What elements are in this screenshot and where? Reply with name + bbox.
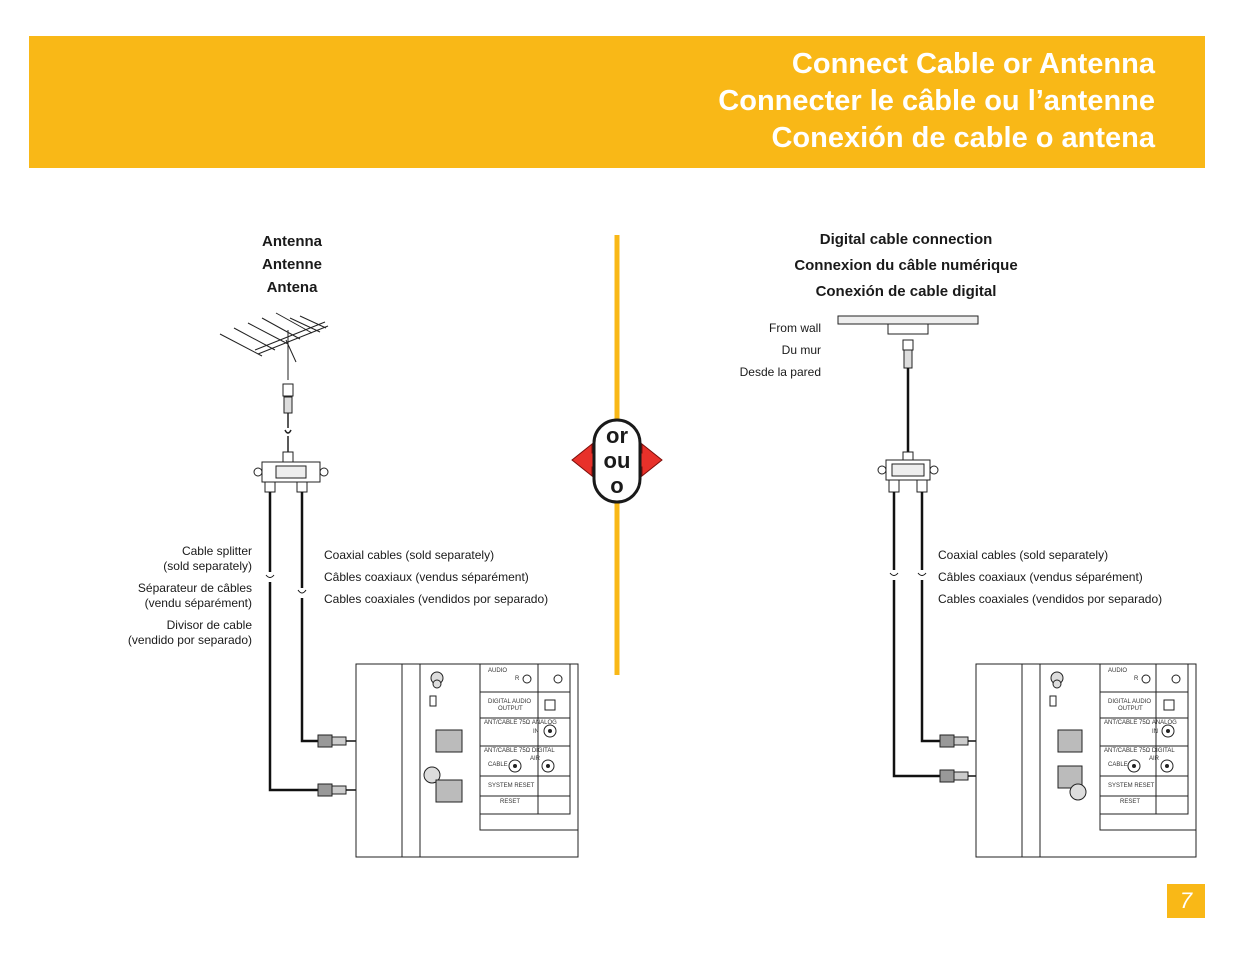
- digital-cable-heading: Digital cable connection Connexion du câ…: [756, 227, 1056, 305]
- digital-heading-es: Conexión de cable digital: [815, 283, 997, 300]
- panel-left-cable: CABLE: [488, 762, 508, 768]
- splitter-label-es: Divisor de cable: [166, 618, 252, 632]
- tv-back-panel-right: [975, 663, 1197, 858]
- panel-left-air: AIR: [530, 756, 541, 762]
- panel-right-cable: CABLE: [1108, 762, 1128, 768]
- title-banner: Connect Cable or Antenna Connecter le câ…: [29, 36, 1205, 168]
- panel-right-output: OUTPUT: [1118, 706, 1143, 712]
- antenna-connector: [282, 383, 294, 414]
- panel-right-system-reset: SYSTEM RESET: [1108, 783, 1155, 789]
- antenna-heading-en: Antenna: [262, 233, 322, 250]
- or-label-english: or: [606, 423, 628, 448]
- coax-plugs-left: [317, 734, 347, 797]
- coax-label-right-en: Coaxial cables (sold separately): [938, 548, 1109, 562]
- splitter-label-fr: Séparateur de câbles: [137, 581, 252, 595]
- cable-splitter-right: [877, 451, 939, 493]
- coax-label-left-es: Cables coaxiales (vendidos por separado): [324, 592, 549, 606]
- panel-right-r: R: [1134, 676, 1139, 682]
- wall-outlet: [837, 315, 979, 369]
- wall-label-en: From wall: [768, 321, 821, 335]
- coax-plugs-right: [939, 734, 969, 783]
- or-label-french: ou: [603, 448, 631, 473]
- splitter-label-fr-note: (vendu séparément): [144, 596, 252, 610]
- panel-left-output: OUTPUT: [498, 706, 523, 712]
- splitter-label-es-note: (vendido por separado): [127, 633, 252, 647]
- antenna-icon: [219, 312, 329, 380]
- panel-right-in: IN: [1152, 729, 1158, 735]
- digital-heading-fr: Connexion du câble numérique: [794, 257, 1018, 274]
- wall-label-es: Desde la pared: [739, 365, 821, 379]
- panel-right-ant-analog: ANT/CABLE 75Ω ANALOG: [1104, 720, 1177, 726]
- or-label-spanish: o: [610, 473, 624, 498]
- coax-label-right-es: Cables coaxiales (vendidos por separado): [938, 592, 1163, 606]
- tv-back-panel-left: [355, 663, 579, 858]
- coax-label-left-en: Coaxial cables (sold separately): [324, 548, 495, 562]
- digital-heading-en: Digital cable connection: [819, 231, 993, 248]
- title-spanish: Conexión de cable o antena: [771, 122, 1155, 154]
- panel-left-ant-analog: ANT/CABLE 75Ω ANALOG: [484, 720, 557, 726]
- panel-left-system-reset: SYSTEM RESET: [488, 783, 535, 789]
- panel-left-r: R: [515, 676, 520, 682]
- cable-splitter-label: Cable splitter (sold separately) Séparat…: [90, 544, 252, 648]
- antenna-heading: Antenna Antenne Antena: [232, 230, 352, 299]
- coax-label-right-fr: Câbles coaxiaux (vendus séparément): [938, 570, 1143, 584]
- cable-splitter-left: [253, 451, 329, 493]
- panel-right-reset: RESET: [1120, 799, 1141, 805]
- coax-cables-left: [265, 492, 318, 792]
- page-number: 7: [1167, 884, 1205, 918]
- splitter-label-en-note: (sold separately): [163, 559, 252, 573]
- panel-left-digital-audio: DIGITAL AUDIO: [488, 699, 532, 705]
- panel-left-ant-digital: ANT/CABLE 75Ω DIGITAL: [484, 748, 555, 754]
- coax-cables-right: [889, 492, 940, 778]
- panel-right-audio: AUDIO: [1108, 668, 1128, 674]
- title-french: Connecter le câble ou l’antenne: [718, 85, 1155, 117]
- coax-label-left-fr: Câbles coaxiaux (vendus séparément): [324, 570, 529, 584]
- splitter-label-en: Cable splitter: [181, 544, 252, 558]
- wall-label-fr: Du mur: [781, 343, 821, 357]
- antenna-heading-es: Antena: [266, 279, 318, 296]
- panel-right-digital-audio: DIGITAL AUDIO: [1108, 699, 1152, 705]
- antenna-heading-fr: Antenne: [262, 256, 322, 273]
- panel-right-ant-digital: ANT/CABLE 75Ω DIGITAL: [1104, 748, 1175, 754]
- coax-cables-label-left: Coaxial cables (sold separately) Câbles …: [324, 544, 548, 610]
- coax-cables-label-right: Coaxial cables (sold separately) Câbles …: [938, 544, 1162, 610]
- panel-left-audio: AUDIO: [488, 668, 508, 674]
- panel-right-air: AIR: [1149, 756, 1160, 762]
- or-badge-frame: [592, 418, 642, 504]
- panel-left-in: IN: [533, 729, 539, 735]
- panel-left-reset: RESET: [500, 799, 521, 805]
- title-english: Connect Cable or Antenna: [791, 48, 1155, 80]
- from-wall-label: From wall Du mur Desde la pared: [700, 317, 821, 383]
